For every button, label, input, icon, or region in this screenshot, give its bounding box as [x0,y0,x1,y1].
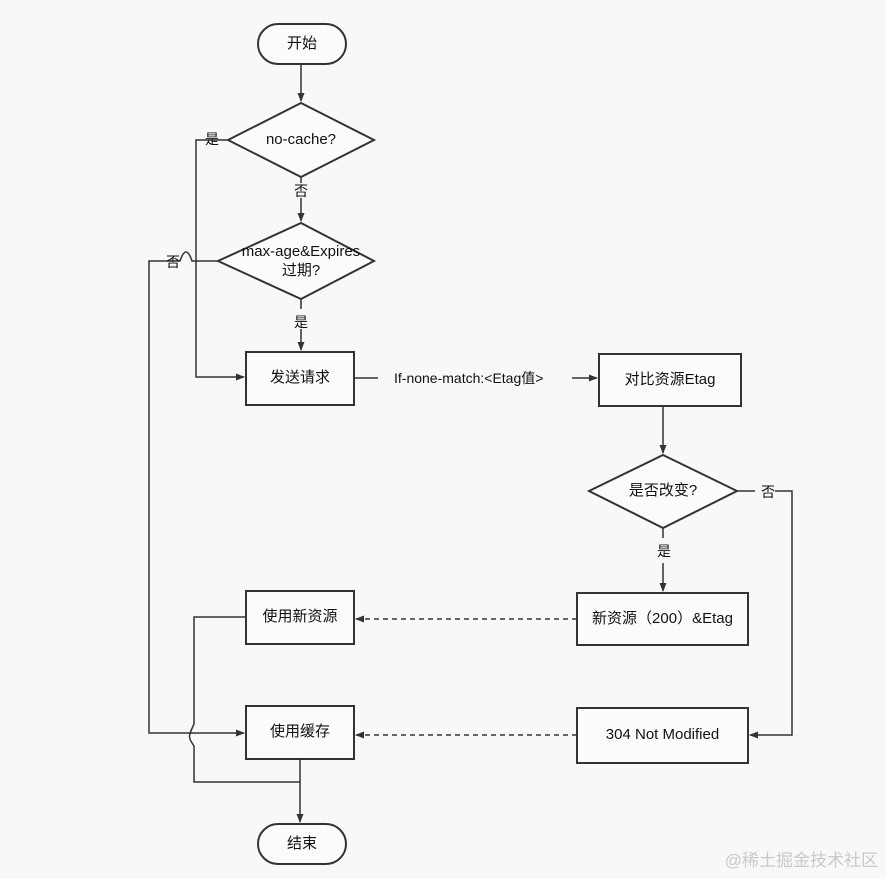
not-modified-process-shape [576,707,749,764]
changed-no-label: 否 [761,484,775,500]
use-new-resource-process-shape [245,590,355,645]
new-resource-process-shape [576,592,749,646]
compare-etag-process-shape [598,353,742,407]
changed-yes-label: 是 [657,543,671,559]
end-terminal-shape [257,823,347,865]
max-age-yes-label: 是 [294,314,308,330]
max-age-no-label: 否 [166,254,180,270]
max-age-no-route [148,251,245,737]
changed-decision-shape [586,453,740,530]
changed-no-route-down [749,490,793,739]
no-cache-decision-shape [225,101,377,179]
no-cache-yes-label: 是 [205,131,219,147]
no-cache-no-label: 否 [294,183,308,199]
start-terminal-shape [257,23,347,65]
no-cache-yes-route [195,139,245,381]
max-age-decision-shape [215,221,377,301]
send-request-process-shape [245,351,355,406]
if-none-match-request-header-label: If-none-match:<Etag值> [394,370,544,386]
source-watermark: @稀土掘金技术社区 [724,851,878,870]
use-new-resource-to-end-route [188,616,300,783]
use-cache-process-shape [245,705,355,760]
